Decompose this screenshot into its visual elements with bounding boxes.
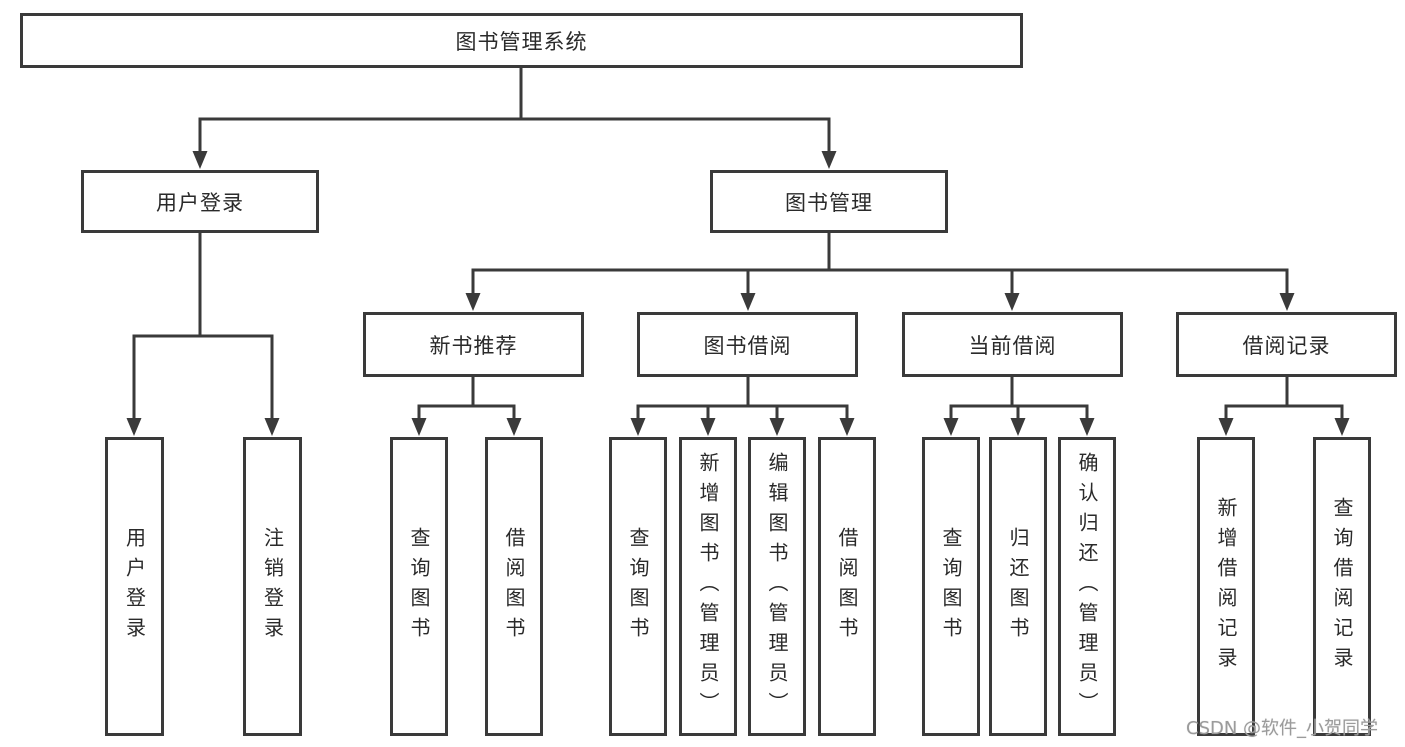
leaf-label: 用户登录 (122, 526, 147, 647)
leaf-confirm-return-admin: 确认归还（管理员） (1058, 437, 1116, 736)
leaf-add-borrow-record: 新增借阅记录 (1197, 437, 1255, 736)
leaf-label: 借阅图书 (502, 526, 526, 647)
leaf-edit-books-admin: 编辑图书（管理员） (748, 437, 806, 736)
node-book-borrow: 图书借阅 (637, 312, 858, 377)
leaf-label: 确认归还（管理员） (1075, 451, 1099, 722)
leaf-label: 查询图书 (407, 526, 431, 647)
leaf-query-borrow-record: 查询借阅记录 (1313, 437, 1371, 736)
leaf-label: 归还图书 (1006, 526, 1030, 647)
leaf-label: 新增借阅记录 (1214, 496, 1238, 677)
leaf-label: 借阅图书 (835, 526, 859, 647)
leaf-logout-login: 注销登录 (243, 437, 302, 736)
node-current-borrow: 当前借阅 (902, 312, 1123, 377)
leaf-label: 注销登录 (260, 526, 285, 647)
node-root: 图书管理系统 (20, 13, 1023, 68)
leaf-query-books-borrow: 查询图书 (609, 437, 667, 736)
csdn-watermark: CSDN @软件_小贺同学 (1186, 718, 1379, 739)
node-user-login: 用户登录 (81, 170, 319, 233)
leaf-query-books-recommend: 查询图书 (390, 437, 448, 736)
leaf-label: 查询图书 (939, 526, 963, 647)
leaf-add-books-admin: 新增图书（管理员） (679, 437, 737, 736)
leaf-label: 查询图书 (626, 526, 650, 647)
leaf-return-books: 归还图书 (989, 437, 1047, 736)
node-borrow-records: 借阅记录 (1176, 312, 1397, 377)
arrowhead-icons (126, 151, 1350, 436)
leaf-borrow-books-recommend: 借阅图书 (485, 437, 543, 736)
leaf-borrow-books: 借阅图书 (818, 437, 876, 736)
leaf-label: 新增图书（管理员） (696, 451, 720, 722)
node-new-book-recommend: 新书推荐 (363, 312, 584, 377)
leaf-query-books-current: 查询图书 (922, 437, 980, 736)
node-book-management: 图书管理 (710, 170, 948, 233)
leaf-user-login: 用户登录 (105, 437, 164, 736)
leaf-label: 查询借阅记录 (1330, 496, 1354, 677)
leaf-label: 编辑图书（管理员） (765, 451, 789, 722)
